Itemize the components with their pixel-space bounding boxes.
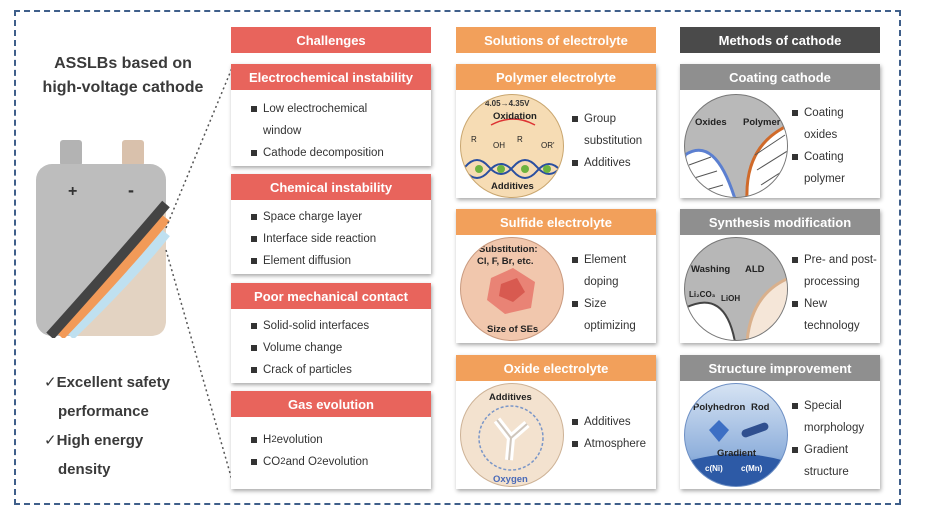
battery-illustration: + - (36, 140, 170, 338)
plus-sign: + (68, 183, 77, 200)
method-card-structure: Structure improvement Polyhedron Rod Gra… (680, 355, 880, 489)
card-title: Structure improvement (680, 355, 880, 381)
structure-diagram: Polyhedron Rod Gradient c(Ni) c(Mn) (684, 383, 788, 487)
solution-card-sulfide: Sulfide electrolyte Substitution: Cl, F,… (456, 209, 656, 343)
solutions-header: Solutions of electrolyte (456, 27, 656, 53)
dashed-frame (14, 10, 901, 505)
card-title: Electrochemical instability (231, 64, 431, 90)
methods-header: Methods of cathode (680, 27, 880, 53)
minus-sign: - (128, 180, 134, 200)
solution-card-oxide: Oxide electrolyte Additives Oxygen Addit… (456, 355, 656, 489)
card-title: Synthesis modification (680, 209, 880, 235)
challenge-card: Chemical instability Space charge layer … (231, 174, 431, 274)
sulfide-diagram: Substitution: Cl, F, Br, etc. Size of SE… (460, 237, 564, 341)
card-title: Polymer electrolyte (456, 64, 656, 90)
oxide-diagram: Additives Oxygen (460, 383, 564, 487)
challenge-card: Poor mechanical contact Solid-solid inte… (231, 283, 431, 383)
method-card-synthesis: Synthesis modification Washing ALD Li₂CO… (680, 209, 880, 343)
card-title: Chemical instability (231, 174, 431, 200)
polymer-diagram: 4.05→4.35V Oxidation R OH R OR' Additive… (460, 94, 564, 198)
solution-card-polymer: Polymer electrolyte 4.05→4.35V Oxidation… (456, 64, 656, 198)
card-title: Poor mechanical contact (231, 283, 431, 309)
challenges-header: Challenges (231, 27, 431, 53)
card-title: Oxide electrolyte (456, 355, 656, 381)
challenge-card: Electrochemical instability Low electroc… (231, 64, 431, 166)
advantages-list: ✓Excellent safety performance ✓High ener… (44, 374, 170, 478)
card-title: Coating cathode (680, 64, 880, 90)
card-title: Gas evolution (231, 391, 431, 417)
card-title: Sulfide electrolyte (456, 209, 656, 235)
synthesis-diagram: Washing ALD Li₂CO₃ LiOH (684, 237, 788, 341)
coating-diagram: Oxides Polymer (684, 94, 788, 198)
main-title: ASSLBs based on high-voltage cathode (42, 55, 204, 96)
method-card-coating: Coating cathode Oxides Polymer Coating o… (680, 64, 880, 198)
